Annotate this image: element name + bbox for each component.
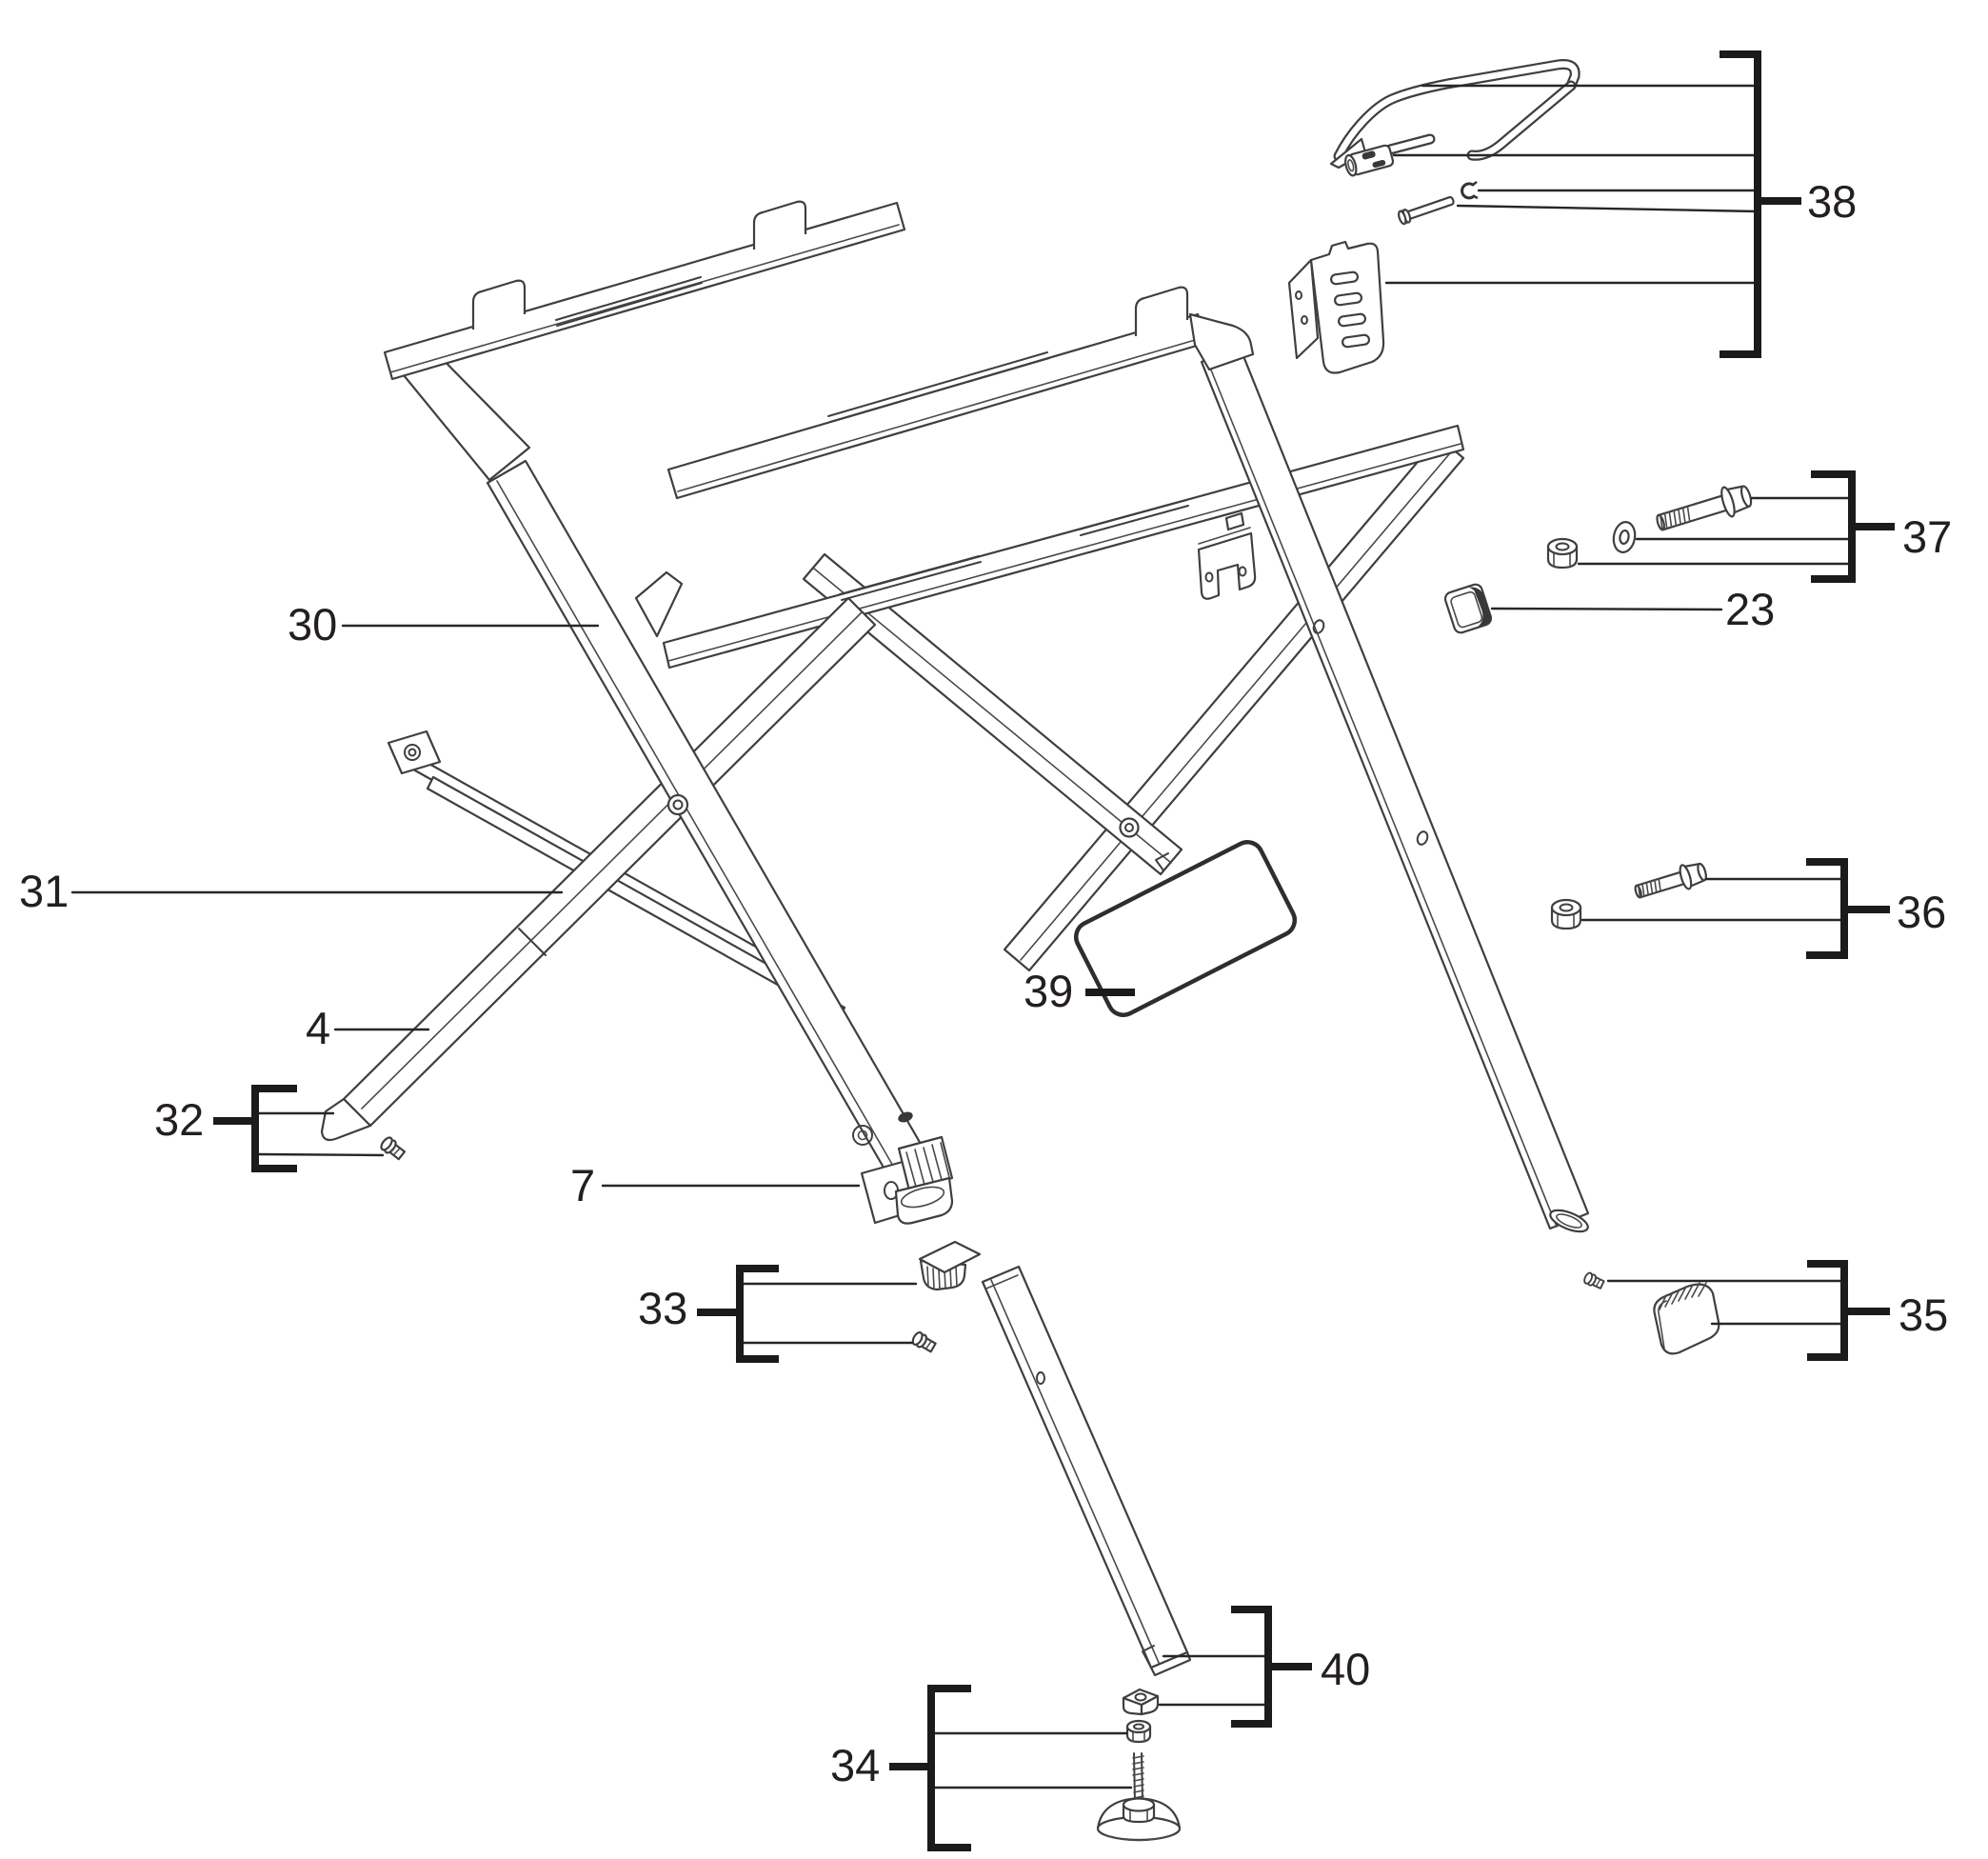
bracket-35 [1807,1260,1848,1361]
part-35-rubber-foot [1653,1282,1720,1355]
part-35-screw [1583,1271,1605,1289]
part-23-square-end-cap [1443,583,1493,634]
callout-brackets [213,50,1895,1851]
rail-tab [471,279,527,330]
leader-23 [1490,607,1723,611]
part-36-locknut [1550,898,1582,930]
callout-32: 32 [154,1094,204,1145]
bracket-40 [1231,1606,1272,1728]
bracket-34 [927,1685,971,1851]
callout-31: 31 [19,866,69,916]
callout-30: 30 [288,599,337,650]
part-40-extension-leg [981,1265,1192,1677]
part-34-leveling-foot [1096,1752,1182,1842]
callout-35: 35 [1899,1289,1948,1340]
bolt-threads [1637,877,1661,899]
left-pivot-bolt [666,793,689,816]
rail-tab [752,200,807,250]
part-40-square-nut [1122,1688,1160,1716]
callout-37: 37 [1902,511,1952,562]
part-38-sleeve-pin [1344,144,1395,177]
callout-7: 7 [570,1160,595,1210]
callout-34: 34 [830,1740,880,1790]
callout-40: 40 [1321,1644,1370,1694]
ribbed-insert-ribs [905,1142,950,1188]
bracket-32 [251,1085,297,1172]
saw-mount-bracket [1197,511,1257,600]
callout-39: 39 [1024,966,1073,1016]
front-rail [666,286,1255,500]
part-37-locknut [1546,537,1579,570]
callout-36: 36 [1897,887,1946,937]
stand-frame [320,200,1590,1233]
right-pivot-bolt [1119,817,1140,838]
part-36-bolt [1634,862,1707,899]
part-38-retaining-ring [1461,181,1479,200]
back-rail [383,200,906,482]
part-33-screw [911,1331,937,1353]
callout-38: 38 [1807,176,1857,227]
callout-23: 23 [1725,584,1775,634]
part-34-hex-nut [1125,1719,1152,1744]
rail-tab [1134,286,1189,336]
callout-33: 33 [638,1283,687,1333]
foot-ribs [1659,1282,1707,1310]
left-brace-leg [320,596,877,1142]
bracket-36 [1806,858,1848,959]
part-38-lock-bracket [1287,240,1385,374]
part-33-leg-cap [918,1240,982,1291]
bracket-38 [1720,50,1761,358]
part-32-screw [380,1136,406,1161]
leader-lines [70,84,1854,1789]
part-38-clevis-pin [1398,195,1455,226]
leader-32-screw [255,1152,385,1157]
part-37-washer [1612,521,1637,553]
right-corner-plate [1188,312,1255,371]
bracket-33 [736,1265,779,1363]
part-7-leg-end-bracket [852,1111,954,1225]
right-brace-front [802,552,1183,876]
bolt-threads [1659,505,1691,531]
callout-4: 4 [306,1003,330,1053]
part-39-warning-label [1073,840,1298,1017]
rear-right-leg [1200,345,1590,1233]
brace-tip [320,1097,372,1142]
front-left-leg [486,459,937,1192]
leader-38-pin [1456,204,1759,213]
cap-ribs [926,1265,958,1290]
callout-labels: 38 37 23 36 35 30 31 4 32 7 33 39 34 40 [19,176,1952,1790]
part-37-bolt [1656,485,1753,531]
